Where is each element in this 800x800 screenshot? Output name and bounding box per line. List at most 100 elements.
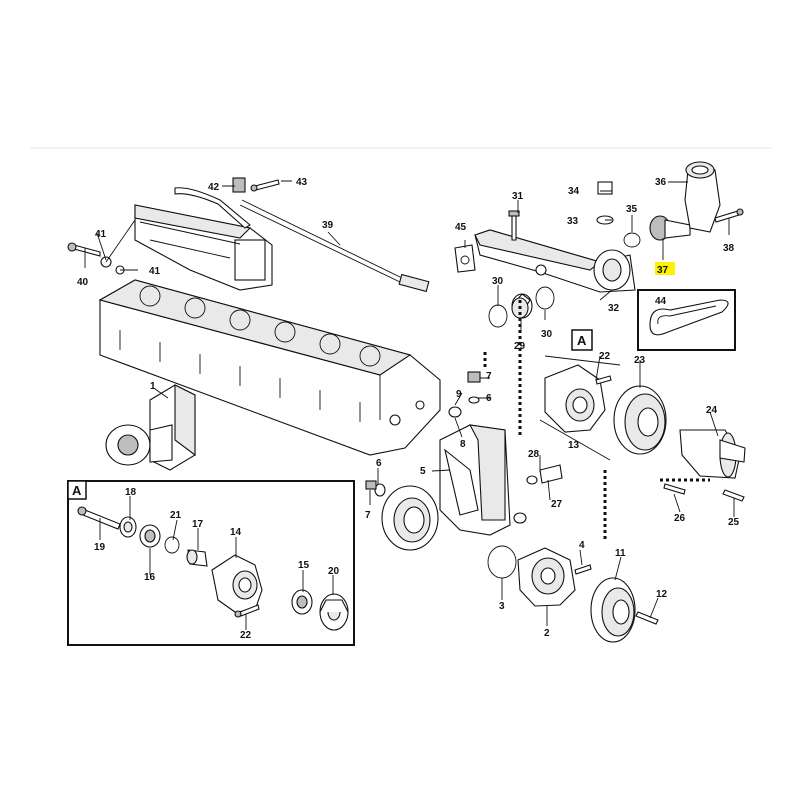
seal-30-right: [535, 286, 555, 310]
callout-11: 11: [615, 548, 626, 559]
pulley-23: [613, 385, 667, 455]
callout-6b: 6: [486, 393, 492, 404]
cylinder-head: [98, 279, 441, 456]
callout-26: 26: [674, 513, 686, 524]
highlight-37: [655, 262, 675, 275]
detail-a-marker-label: A: [577, 333, 587, 348]
circlip-21: [164, 536, 180, 554]
callout-33: 33: [567, 216, 579, 227]
pump-2: [517, 547, 576, 607]
callout-23: 23: [634, 355, 646, 366]
callout-40: 40: [77, 277, 89, 288]
callout-31: 31: [512, 191, 524, 202]
bolt-43: [250, 179, 280, 192]
gasket-45: [454, 244, 476, 273]
bolt-19: [77, 506, 121, 530]
bolt-6-left: [374, 483, 386, 497]
detail-a-marker: [571, 329, 593, 351]
callout-41b: 41: [149, 266, 161, 277]
callout-29: 29: [514, 341, 526, 352]
bearing-15: [291, 589, 313, 615]
callout-21: 21: [170, 510, 182, 521]
leader-pump: [539, 355, 621, 461]
callout-17: 17: [192, 519, 204, 530]
pipe-39: [239, 199, 430, 293]
callout-2: 2: [544, 628, 550, 639]
callouts: 1 2 3 4 5 6 6 7 7 8 9 11 12 13 14 15 16 …: [77, 177, 740, 641]
callout-43: 43: [296, 177, 308, 188]
seal-30-left: [488, 304, 508, 328]
bolt-40: [67, 242, 101, 257]
callout-38: 38: [723, 243, 735, 254]
callout-32: 32: [608, 303, 620, 314]
callout-44: 44: [655, 296, 667, 307]
pump-cover-13: [544, 364, 606, 433]
callout-42: 42: [208, 182, 220, 193]
flange-7: [381, 485, 439, 551]
water-pipe-32: [474, 229, 636, 293]
bolt-22-main: [595, 375, 612, 385]
callout-34: 34: [568, 186, 580, 197]
callout-27: 27: [551, 499, 563, 510]
callout-15: 15: [298, 560, 310, 571]
bolt-9: [467, 371, 481, 404]
sensor-27: [539, 464, 563, 484]
fitting-right: [513, 512, 527, 524]
callout-14: 14: [230, 527, 242, 538]
callout-45: 45: [455, 222, 467, 233]
seal-18: [119, 516, 137, 538]
callout-7b: 7: [486, 371, 492, 382]
bolt-26: [663, 483, 686, 495]
bolt-22-detail: [234, 604, 260, 618]
callout-30b: 30: [541, 329, 553, 340]
washer-8: [448, 406, 462, 418]
dashed-line-1: [483, 300, 522, 435]
callout-19: 19: [94, 542, 106, 553]
callout-18: 18: [125, 487, 137, 498]
callout-13: 13: [568, 440, 580, 451]
callout-28: 28: [528, 449, 540, 460]
callout-5: 5: [420, 466, 426, 477]
belt-44: [649, 299, 729, 336]
bearing-16: [139, 524, 161, 548]
bolt-38: [714, 208, 744, 223]
callout-25: 25: [728, 517, 740, 528]
thermostat-37: [649, 215, 691, 241]
pump-housing-5: [439, 424, 511, 536]
callout-3: 3: [499, 601, 505, 612]
callout-1: 1: [150, 381, 156, 392]
hub-14: [211, 554, 263, 613]
callout-35: 35: [626, 204, 638, 215]
fan-hub-24: [679, 429, 746, 479]
exhaust-manifold: [134, 187, 273, 291]
bolt-31: [508, 210, 520, 241]
detail-a-tag: [67, 480, 87, 500]
pulley-11: [590, 577, 636, 643]
callout-37: 37: [657, 265, 669, 276]
callout-8: 8: [460, 439, 466, 450]
sleeve-29: [511, 293, 533, 319]
callout-39: 39: [322, 220, 334, 231]
callout-12: 12: [656, 589, 668, 600]
bolt-25: [722, 489, 745, 502]
callout-41a: 41: [95, 229, 107, 240]
bolt-4: [574, 564, 592, 575]
callout-24: 24: [706, 405, 718, 416]
pump-housing-1: [105, 384, 196, 471]
seal-3: [487, 545, 517, 579]
callout-9: 9: [456, 389, 462, 400]
plug-34: [597, 181, 613, 195]
thermostat-housing-36: [684, 161, 721, 233]
detail-a-box: [67, 480, 355, 646]
detail-a-label: A: [72, 483, 82, 498]
callout-16: 16: [144, 572, 156, 583]
oring-35: [623, 232, 641, 248]
plug-28: [526, 475, 538, 485]
callout-20: 20: [328, 566, 340, 577]
fitting-41: [100, 219, 136, 275]
callout-22a: 22: [240, 630, 252, 641]
bolt-7-left: [365, 480, 377, 490]
leader-lines: [84, 180, 735, 630]
clamp-42: [232, 177, 246, 193]
